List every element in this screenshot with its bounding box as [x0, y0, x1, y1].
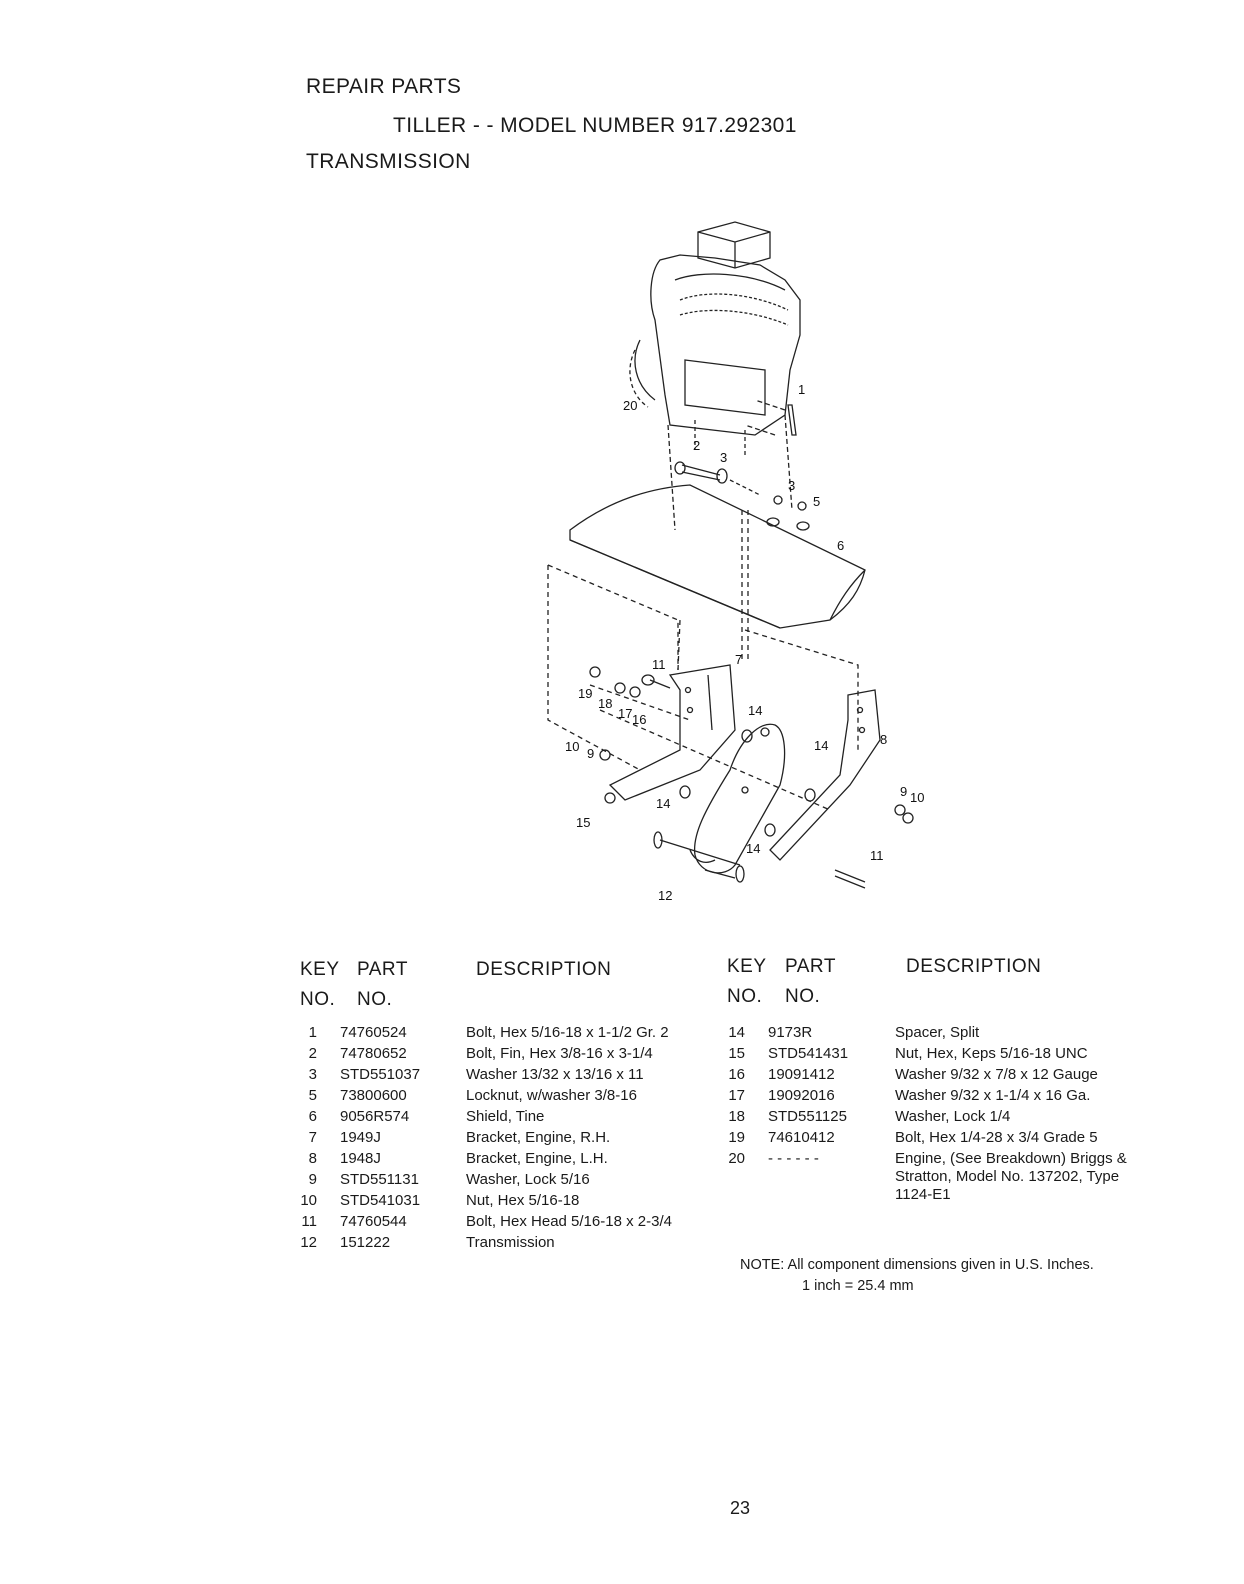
callout: 16 [632, 712, 646, 727]
header-part-top: PART [357, 959, 408, 980]
callout: 9 [587, 746, 594, 761]
callout: 2 [693, 438, 700, 453]
callout-labels: 20 1 2 3 3 5 6 11 7 19 18 17 16 14 14 8 … [565, 382, 924, 903]
table-row: 20- - - - - -Engine, (See Breakdown) Bri… [728, 1150, 1127, 1167]
shield-drawing [569, 484, 866, 629]
callout: 12 [658, 888, 672, 903]
table-row: Stratton, Model No. 137202, Type [895, 1168, 1120, 1185]
callout: 17 [618, 706, 632, 721]
callout: 3 [788, 478, 795, 493]
callout: 19 [578, 686, 592, 701]
callout: 11 [652, 657, 666, 672]
callout: 10 [910, 790, 924, 805]
subsection-title: TRANSMISSION [306, 150, 471, 173]
callout: 20 [623, 398, 637, 413]
transmission-drawing [653, 723, 786, 883]
callout: 15 [576, 815, 590, 830]
callout: 9 [900, 784, 907, 799]
header-part-bottom: NO. [785, 986, 821, 1007]
model-title: TILLER - - MODEL NUMBER 917.292301 [393, 114, 797, 137]
header-part-top: PART [785, 956, 836, 977]
callout: 6 [837, 538, 844, 553]
callout: 14 [656, 796, 670, 811]
note-line-1: NOTE: All component dimensions given in … [740, 1257, 1094, 1273]
hardware-left-drawing [589, 666, 671, 804]
header-description: DESCRIPTION [476, 959, 612, 980]
table-row: 1124-E1 [895, 1186, 951, 1203]
dimensions-note: NOTE: All component dimensions given in … [740, 1255, 1094, 1297]
bolt-2-drawing [674, 461, 761, 496]
callout: 10 [565, 739, 579, 754]
header-key-bottom: NO. [727, 986, 763, 1007]
callout: 14 [746, 841, 760, 856]
callout: 5 [813, 494, 820, 509]
callout: 18 [598, 696, 612, 711]
callout: 11 [870, 848, 884, 863]
callout: 14 [814, 738, 828, 753]
page-number: 23 [730, 1498, 751, 1518]
spacer-drawings [679, 729, 914, 889]
header-part-bottom: NO. [357, 989, 393, 1010]
dashed-guides [547, 510, 859, 811]
header-key-top: KEY [300, 959, 340, 980]
callout: 3 [720, 450, 727, 465]
note-line-2: 1 inch = 25.4 mm [802, 1278, 914, 1294]
callout: 1 [798, 382, 805, 397]
engine-drawing [629, 221, 801, 531]
exploded-parts-diagram: 20 1 2 3 3 5 6 11 7 19 18 17 16 14 14 8 … [547, 221, 924, 903]
header-key-top: KEY [727, 956, 767, 977]
section-title: REPAIR PARTS [306, 75, 462, 98]
bracket-lh-drawing [769, 689, 881, 861]
bracket-rh-drawing [608, 664, 736, 801]
callout: 14 [748, 703, 762, 718]
callout: 7 [735, 652, 742, 667]
header-description: DESCRIPTION [906, 956, 1042, 977]
bolt-1-drawing [744, 399, 797, 436]
callout: 8 [880, 732, 887, 747]
header-key-bottom: NO. [300, 989, 336, 1010]
